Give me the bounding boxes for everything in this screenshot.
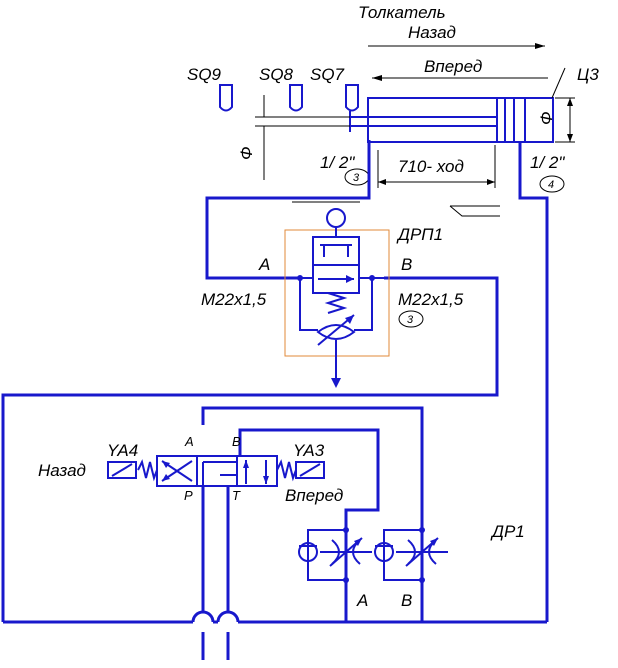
throttle-a-label: A — [356, 591, 368, 610]
valve-t-label: T — [232, 488, 241, 503]
cylinder-c3 — [349, 97, 554, 143]
sq9-switch-icon — [219, 84, 233, 112]
drp1-cam-ramp — [449, 205, 500, 217]
sq8-switch-icon — [289, 84, 303, 112]
cylinder-label: Ц3 — [577, 65, 599, 84]
pipe-left-size: 1/ 2" — [320, 153, 355, 172]
pipe-right-number: 4 — [548, 179, 554, 191]
pipe-left-number: 3 — [353, 172, 360, 184]
sq9-label: SQ9 — [187, 65, 222, 84]
ya3-label: YA3 — [293, 441, 325, 460]
stroke-label: 710- ход — [398, 157, 464, 176]
pipelines — [1, 140, 549, 660]
forward-valve-label: Вперед — [285, 486, 343, 505]
dr1-label: ДР1 — [490, 522, 525, 541]
dr1-throttle-a — [298, 529, 372, 581]
sq7-switch-icon — [345, 84, 359, 112]
thread-left-label: М22х1,5 — [201, 290, 267, 309]
back-top-label: Назад — [408, 23, 456, 42]
drp1-valve — [299, 208, 384, 388]
directional-valve — [107, 455, 325, 487]
pusher-label: Толкатель — [358, 3, 446, 22]
back-direction-arrow — [368, 43, 545, 49]
back-valve-label: Назад — [38, 461, 86, 480]
ya4-label: YA4 — [107, 441, 138, 460]
valve-b-label: B — [232, 434, 241, 449]
thread-right-marker — [398, 310, 424, 328]
dr1-throttle-b — [374, 529, 448, 581]
right-seal-symbol: Ф — [537, 111, 556, 125]
left-seal-symbol: Ф — [237, 146, 256, 160]
stroke-dimension — [377, 145, 496, 188]
valve-p-label: P — [184, 488, 193, 503]
thread-right-label: М22х1,5 — [398, 290, 464, 309]
forward-top-label: Вперед — [424, 57, 482, 76]
port-b-label: B — [401, 255, 412, 274]
forward-direction-arrow — [372, 75, 548, 81]
pipe-right-size: 1/ 2" — [530, 153, 565, 172]
drp1-label: ДРП1 — [396, 225, 443, 244]
pipe-right-marker — [539, 175, 565, 193]
valve-a-label: A — [184, 434, 194, 449]
sq8-label: SQ8 — [259, 65, 294, 84]
dimension-lines — [255, 95, 575, 180]
sq7-label: SQ7 — [310, 65, 345, 84]
thread-right-number: 3 — [407, 314, 414, 326]
throttle-b-label: B — [401, 591, 412, 610]
port-a-label: A — [258, 255, 270, 274]
